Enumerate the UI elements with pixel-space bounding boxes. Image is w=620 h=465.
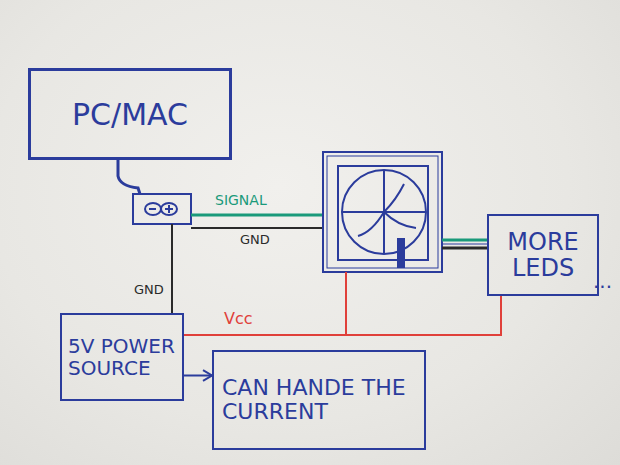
box-text: 5V POWER SOURCE — [68, 335, 176, 379]
edge-label: Vcc — [224, 310, 253, 328]
data-wire — [442, 244, 487, 245]
continuation-dots: ... — [593, 270, 612, 292]
vcc-wire — [184, 296, 501, 335]
connector-line — [184, 296, 501, 335]
computer-monitor: PC/MAC — [28, 68, 232, 160]
gnd-wire — [171, 224, 173, 313]
vcc-wire — [345, 272, 347, 335]
gnd-wire — [442, 247, 487, 250]
signal-name: GND — [240, 233, 270, 247]
arduino-board — [133, 194, 191, 224]
signal-wire — [442, 239, 487, 242]
box-text: MORE LEDS — [494, 229, 592, 282]
led-ring — [323, 152, 442, 272]
arrowhead — [203, 370, 212, 381]
box-text: CAN HANDE THE CURRENT — [222, 376, 416, 424]
power-source-box: 5V POWER SOURCE — [60, 313, 184, 401]
led-connector — [397, 238, 405, 268]
gnd-wire — [191, 227, 323, 229]
note-box: CAN HANDE THE CURRENT — [212, 350, 426, 450]
monitor-stand — [118, 160, 140, 194]
signal-name: GND — [134, 283, 164, 297]
signal-name: SIGNAL — [215, 193, 267, 208]
connector-line — [184, 375, 212, 377]
led-box: MORE LEDS — [487, 214, 599, 296]
box-text: PC/MAC — [39, 98, 221, 131]
arduino-logo — [145, 203, 177, 215]
arrow-connector — [184, 370, 212, 381]
signal-wire — [191, 214, 323, 217]
